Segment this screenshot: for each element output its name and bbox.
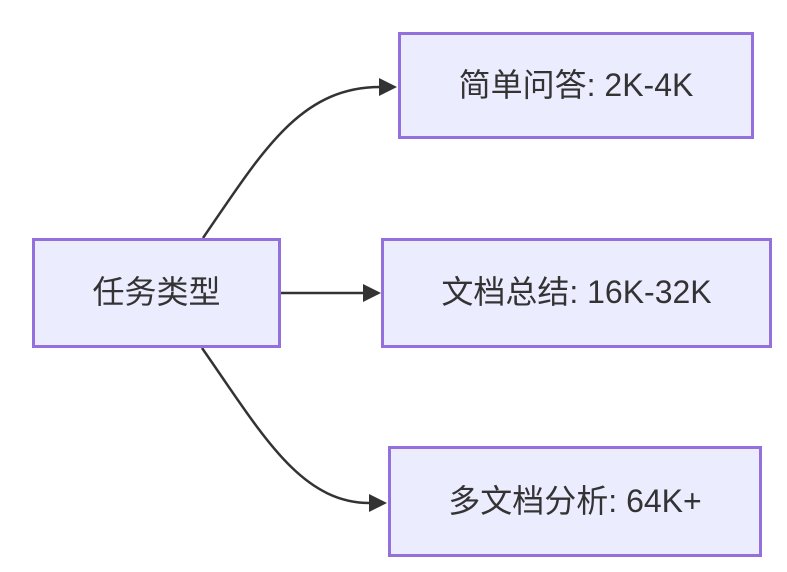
node-label: 文档总结: 16K-32K	[441, 274, 712, 311]
node-label: 多文档分析: 64K+	[448, 482, 702, 519]
arrowhead-icon	[363, 284, 381, 302]
node-task-type: 任务类型	[32, 238, 281, 348]
edge-line	[200, 347, 371, 505]
edge-root-to-multi	[200, 347, 387, 512]
node-simple-qa: 简单问答: 2K-4K	[398, 32, 754, 139]
node-label: 简单问答: 2K-4K	[458, 66, 694, 103]
node-doc-summary: 文档总结: 16K-32K	[381, 238, 772, 348]
edge-root-to-qa	[201, 78, 397, 239]
edge-root-to-summary	[281, 284, 381, 302]
arrowhead-icon	[369, 494, 387, 512]
node-label: 任务类型	[92, 274, 221, 311]
edge-line	[201, 85, 381, 239]
node-multi-doc-analysis: 多文档分析: 64K+	[388, 446, 762, 557]
arrowhead-icon	[379, 78, 397, 96]
